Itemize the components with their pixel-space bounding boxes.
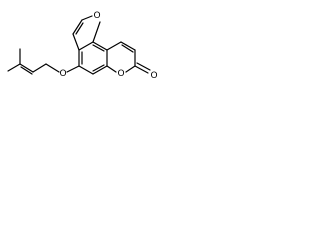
bond-ring-6 [78,65,94,75]
bond-ring-5 [92,65,108,75]
bond-carbonyl-inner [136,62,151,71]
bond-ring-5-inner [92,64,105,72]
bond-ring-3 [92,41,108,51]
bond-carbonyl [134,65,149,74]
bond-pyran-1 [106,41,122,51]
ether-oxygen-label: O [59,69,66,79]
bond-double-prenyl-inner [20,66,33,75]
bond-ring-2 [78,41,94,51]
furan-oxygen-label: O [93,11,100,21]
bond-prenyl-ch2 [32,63,47,73]
bond-pyran-4 [125,65,136,73]
bond-methyl-a [7,63,21,72]
bond-furan-3 [81,15,93,21]
bond-pyran-2 [120,41,136,51]
bond-furan-4 [92,21,101,43]
bond-pyran-2-inner [121,44,134,53]
bond-oxygen-ring [66,65,80,73]
molecule-structure: O O O O [7,11,158,81]
prenyl-chain [7,48,60,75]
structure-canvas: O O O O [0,0,161,102]
atom-labels: O O O O [59,11,157,81]
carbonyl-oxygen-label: O [150,71,157,81]
bond-furan-2 [72,19,83,35]
bond-ring-3-inner [92,44,105,52]
bond-double-prenyl [19,63,34,73]
pyran-oxygen-label: O [117,69,124,79]
benzene-ring [78,41,108,75]
bond-pyran-5 [106,65,117,73]
bond-ch2-oxygen [45,63,60,73]
bond-furan-2-inner [75,22,84,35]
bond-furan-1 [72,33,80,51]
furan-ring [72,15,101,51]
pyranone-ring [106,41,151,74]
